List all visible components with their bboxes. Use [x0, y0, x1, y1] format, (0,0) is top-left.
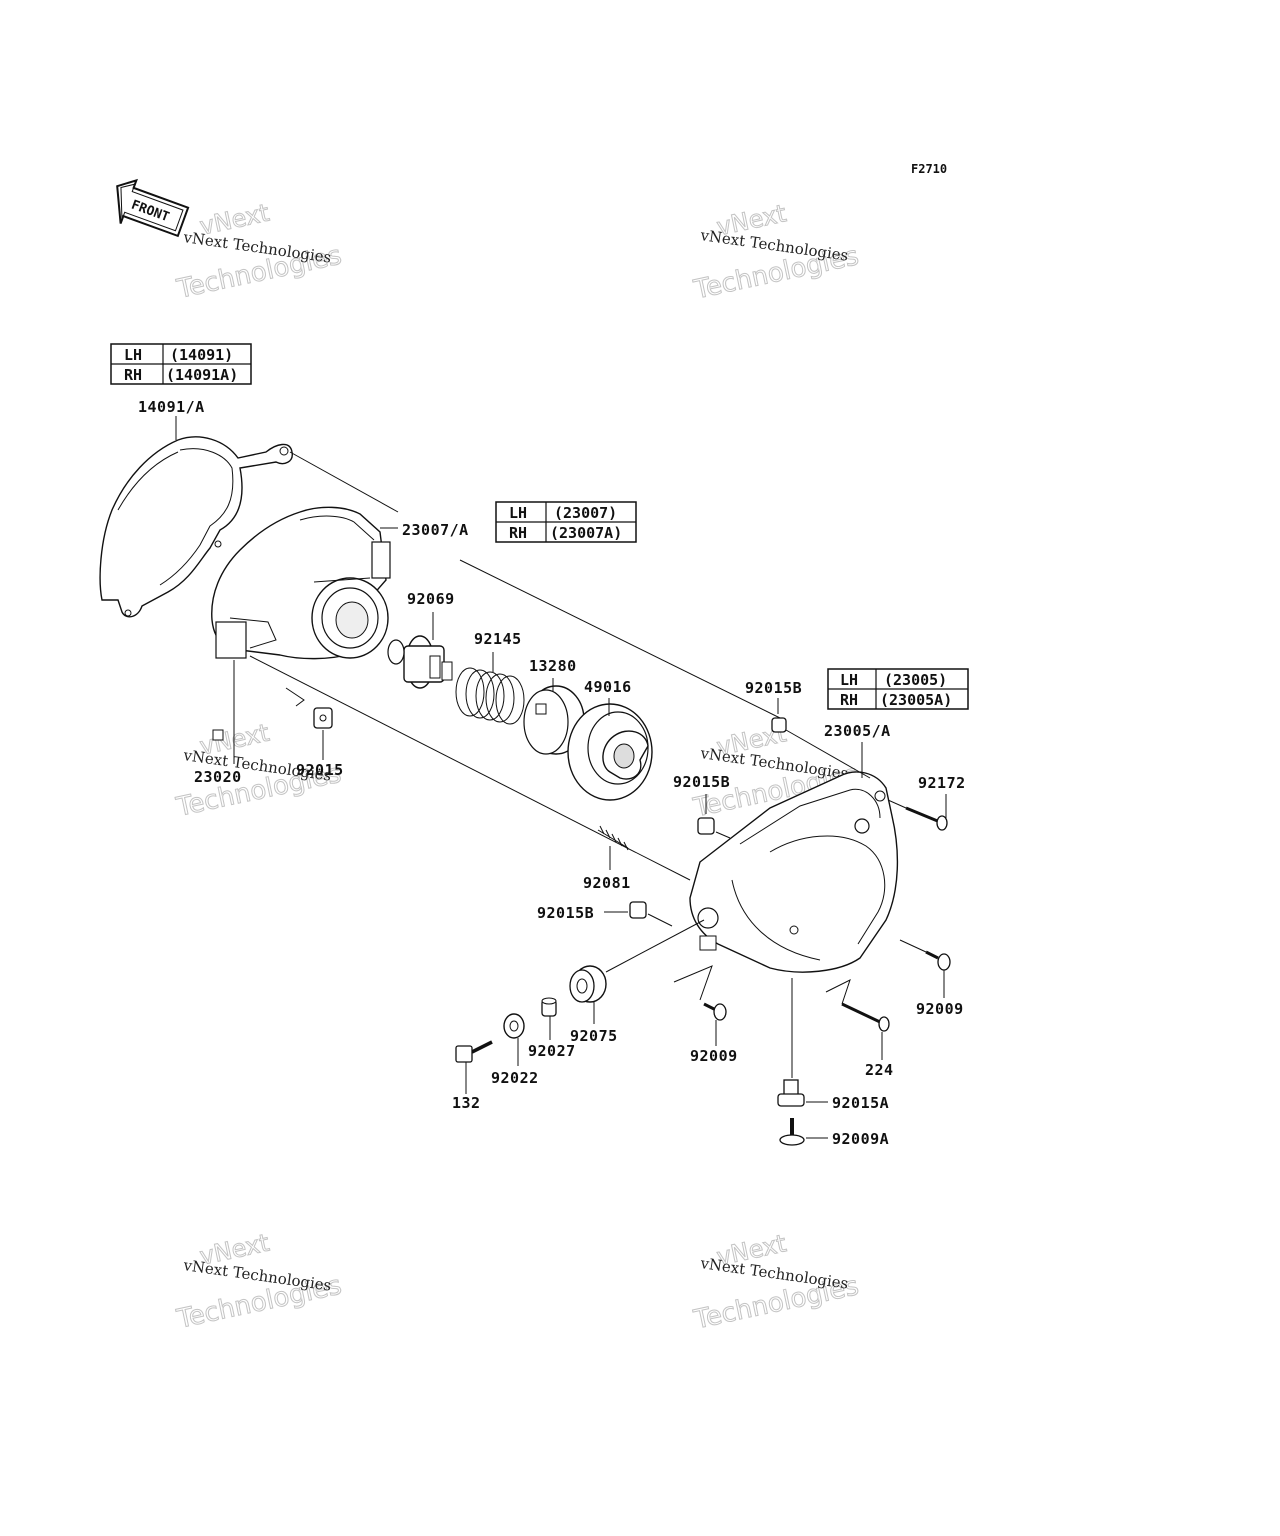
table-23005-lh-part: (23005) — [884, 671, 947, 689]
diagram-code: F2710 — [911, 162, 947, 176]
table-23007: LH (23007) RH (23007A) — [495, 501, 637, 543]
label-23020: 23020 — [194, 768, 242, 786]
part-92069-bulb — [387, 612, 453, 689]
part-92172-screw — [905, 794, 948, 831]
part-92009A-screw — [779, 1118, 828, 1146]
label-132: 132 — [452, 1094, 481, 1112]
part-92009-right-screw — [925, 950, 951, 998]
part-92022-washer — [503, 1013, 525, 1066]
part-23007-reflector-housing — [211, 506, 391, 660]
label-92022: 92022 — [491, 1069, 539, 1087]
part-92145-spring — [455, 652, 525, 725]
assembly-lines — [249, 451, 927, 1078]
table-23005-lh-side: LH — [840, 671, 858, 689]
part-14091-cover — [99, 416, 293, 618]
label-92015A: 92015A — [832, 1094, 889, 1112]
front-arrow-icon: FRONT — [116, 178, 190, 238]
label-13280: 13280 — [529, 657, 577, 675]
label-92075: 92075 — [570, 1027, 618, 1045]
label-92009-right: 92009 — [916, 1000, 964, 1018]
label-92172: 92172 — [918, 774, 966, 792]
label-92009A: 92009A — [832, 1130, 889, 1148]
part-92075-grommet — [569, 965, 607, 1024]
table-14091-lh-part: (14091) — [170, 346, 233, 364]
part-23020-clip — [212, 660, 235, 764]
table-14091: LH (14091) RH (14091A) — [110, 343, 252, 385]
part-92015B-mid — [697, 794, 715, 835]
label-92015B-low: 92015B — [537, 904, 594, 922]
label-92015B-top: 92015B — [745, 679, 802, 697]
label-92069: 92069 — [407, 590, 455, 608]
label-92027: 92027 — [528, 1042, 576, 1060]
part-49016-socket — [567, 698, 653, 801]
part-92081-spring — [597, 825, 629, 870]
table-14091-rh-side: RH — [124, 366, 142, 384]
part-92015A-collar — [777, 1079, 828, 1107]
table-14091-lh-side: LH — [124, 346, 142, 364]
table-14091-rh-part: (14091A) — [166, 366, 238, 384]
label-23005A: 23005/A — [824, 722, 891, 740]
part-224-bolt — [841, 1002, 890, 1060]
table-23007-lh-part: (23007) — [554, 504, 617, 522]
part-132-bolt — [455, 1040, 493, 1094]
table-23005-rh-side: RH — [840, 691, 858, 709]
table-23007-rh-side: RH — [509, 524, 527, 542]
label-92015: 92015 — [296, 761, 344, 779]
part-92009-mid-screw — [703, 1002, 727, 1046]
table-23007-lh-side: LH — [509, 504, 527, 522]
label-224: 224 — [865, 1061, 894, 1079]
label-92081: 92081 — [583, 874, 631, 892]
label-92015B-mid: 92015B — [673, 773, 730, 791]
label-92145: 92145 — [474, 630, 522, 648]
table-23005-rh-part: (23005A) — [880, 691, 952, 709]
part-23005-housing — [689, 742, 899, 973]
part-92015-nut — [313, 707, 333, 760]
label-14091A: 14091/A — [138, 398, 205, 416]
part-92015B-top — [771, 698, 787, 733]
table-23005: LH (23005) RH (23005A) — [827, 668, 969, 710]
label-23007A: 23007/A — [402, 521, 469, 539]
part-92015B-low — [604, 901, 647, 919]
label-92009-mid: 92009 — [690, 1047, 738, 1065]
part-92027-collar — [541, 997, 557, 1040]
label-49016: 49016 — [584, 678, 632, 696]
table-23007-rh-part: (23007A) — [550, 524, 622, 542]
